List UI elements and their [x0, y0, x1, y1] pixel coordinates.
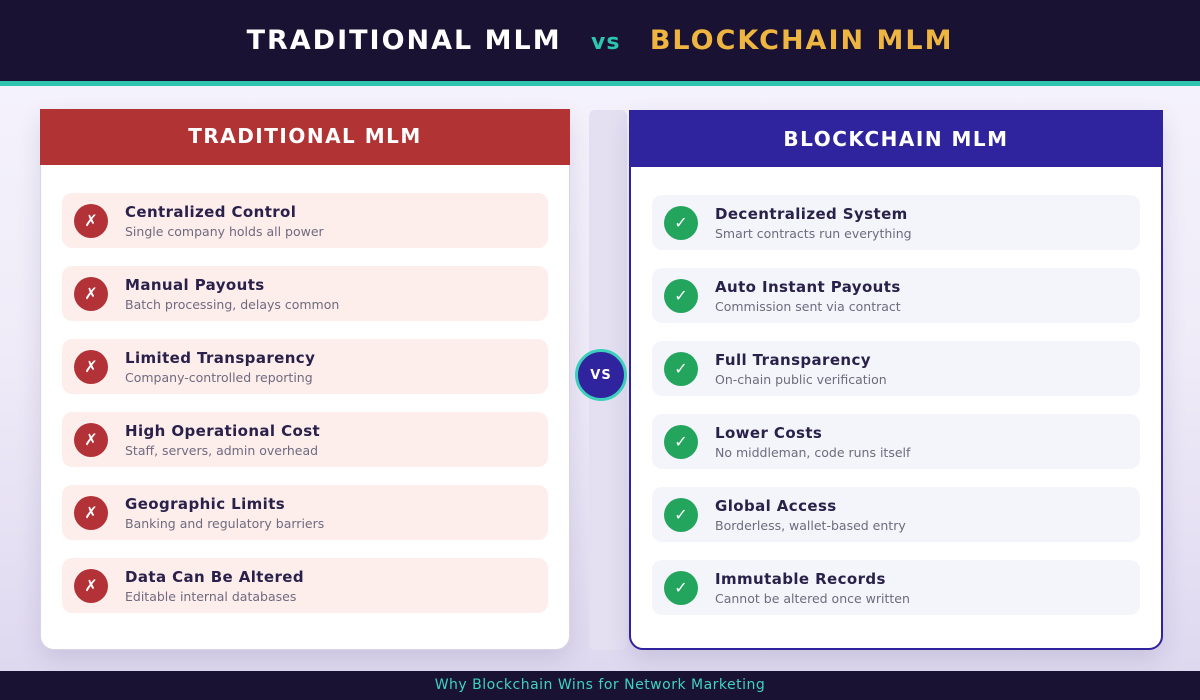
- check-icon: ✓: [664, 570, 698, 605]
- list-item: ✓ Immutable Records Cannot be altered on…: [652, 560, 1140, 615]
- list-item-text: Decentralized System Smart contracts run…: [715, 205, 912, 241]
- list-item-title: Immutable Records: [715, 569, 886, 588]
- cross-icon: ✗: [74, 276, 108, 311]
- list-item-title: Auto Instant Payouts: [715, 277, 901, 296]
- list-item: ✗ Manual Payouts Batch processing, delay…: [62, 266, 548, 321]
- page-title-traditional: TRADITIONAL MLM: [246, 25, 562, 56]
- list-item-desc: Smart contracts run everything: [715, 225, 912, 241]
- list-item: ✓ Decentralized System Smart contracts r…: [652, 195, 1140, 250]
- cross-icon: ✗: [74, 568, 108, 603]
- list-item-desc: Cannot be altered once written: [715, 590, 910, 606]
- list-item: ✓ Auto Instant Payouts Commission sent v…: [652, 268, 1140, 323]
- list-item-text: Lower Costs No middleman, code runs itse…: [715, 424, 910, 460]
- list-item-title: Lower Costs: [715, 423, 823, 442]
- list-item-desc: No middleman, code runs itself: [715, 444, 911, 460]
- check-icon: ✓: [664, 424, 698, 459]
- list-item: ✗ Data Can Be Altered Editable internal …: [62, 558, 548, 613]
- list-item-title: Global Access: [715, 496, 837, 515]
- list-item-text: Immutable Records Cannot be altered once…: [715, 570, 910, 606]
- list-item-desc: Commission sent via contract: [715, 298, 901, 314]
- check-icon: ✓: [664, 497, 698, 532]
- list-item: ✗ Centralized Control Single company hol…: [62, 193, 548, 248]
- list-item-title: Manual Payouts: [125, 275, 265, 294]
- list-item-desc: Banking and regulatory barriers: [125, 515, 325, 531]
- traditional-card-body: ✗ Centralized Control Single company hol…: [41, 165, 569, 613]
- check-icon: ✓: [664, 278, 698, 313]
- page-title: TRADITIONAL MLM vs BLOCKCHAIN MLM: [0, 0, 1200, 81]
- list-item-text: Auto Instant Payouts Commission sent via…: [715, 278, 901, 314]
- cross-icon: ✗: [74, 422, 108, 457]
- cross-icon: ✗: [74, 495, 108, 530]
- list-item-text: Limited Transparency Company-controlled …: [125, 349, 315, 385]
- list-item: ✓ Full Transparency On-chain public veri…: [652, 341, 1140, 396]
- page-title-vs: vs: [591, 30, 621, 55]
- list-item: ✗ Geographic Limits Banking and regulato…: [62, 485, 548, 540]
- footer-tagline: Why Blockchain Wins for Network Marketin…: [434, 677, 766, 693]
- list-item-title: Limited Transparency: [125, 348, 316, 367]
- cross-icon: ✗: [74, 349, 108, 384]
- blockchain-card-body: ✓ Decentralized System Smart contracts r…: [631, 167, 1161, 615]
- list-item-desc: Staff, servers, admin overhead: [125, 442, 319, 458]
- list-item-desc: On-chain public verification: [715, 371, 887, 387]
- main-content: TRADITIONAL MLM ✗ Centralized Control Si…: [0, 86, 1200, 671]
- page-title-blockchain: BLOCKCHAIN MLM: [649, 25, 954, 56]
- list-item-text: Centralized Control Single company holds…: [125, 203, 324, 239]
- list-item-text: Data Can Be Altered Editable internal da…: [125, 568, 304, 604]
- list-item-title: Full Transparency: [715, 350, 871, 369]
- page-header: TRADITIONAL MLM vs BLOCKCHAIN MLM: [0, 0, 1200, 86]
- traditional-card: TRADITIONAL MLM ✗ Centralized Control Si…: [40, 109, 570, 650]
- blockchain-card-header: BLOCKCHAIN MLM: [631, 112, 1161, 167]
- list-item-text: Global Access Borderless, wallet-based e…: [715, 497, 906, 533]
- list-item-text: Geographic Limits Banking and regulatory…: [125, 495, 324, 531]
- list-item-text: Manual Payouts Batch processing, delays …: [125, 276, 339, 312]
- list-item-title: Geographic Limits: [125, 494, 286, 513]
- list-item-title: Decentralized System: [715, 204, 908, 223]
- list-item-title: High Operational Cost: [125, 421, 321, 440]
- list-item-title: Centralized Control: [125, 202, 297, 221]
- list-item: ✓ Global Access Borderless, wallet-based…: [652, 487, 1140, 542]
- list-item-desc: Batch processing, delays common: [125, 296, 340, 312]
- list-item-desc: Single company holds all power: [125, 223, 324, 239]
- traditional-card-header: TRADITIONAL MLM: [40, 109, 570, 165]
- list-item-desc: Editable internal databases: [125, 588, 297, 604]
- list-item: ✓ Lower Costs No middleman, code runs it…: [652, 414, 1140, 469]
- check-icon: ✓: [664, 205, 698, 240]
- list-item: ✗ Limited Transparency Company-controlle…: [62, 339, 548, 394]
- cross-icon: ✗: [74, 203, 108, 238]
- vs-badge: VS: [575, 349, 627, 401]
- blockchain-card: BLOCKCHAIN MLM ✓ Decentralized System Sm…: [629, 110, 1163, 650]
- list-item-text: Full Transparency On-chain public verifi…: [715, 351, 887, 387]
- list-item-title: Data Can Be Altered: [125, 567, 304, 586]
- list-item-text: High Operational Cost Staff, servers, ad…: [125, 422, 320, 458]
- check-icon: ✓: [664, 351, 698, 386]
- list-item: ✗ High Operational Cost Staff, servers, …: [62, 412, 548, 467]
- list-item-desc: Company-controlled reporting: [125, 369, 313, 385]
- list-item-desc: Borderless, wallet-based entry: [715, 517, 906, 533]
- page-footer: Why Blockchain Wins for Network Marketin…: [0, 671, 1200, 700]
